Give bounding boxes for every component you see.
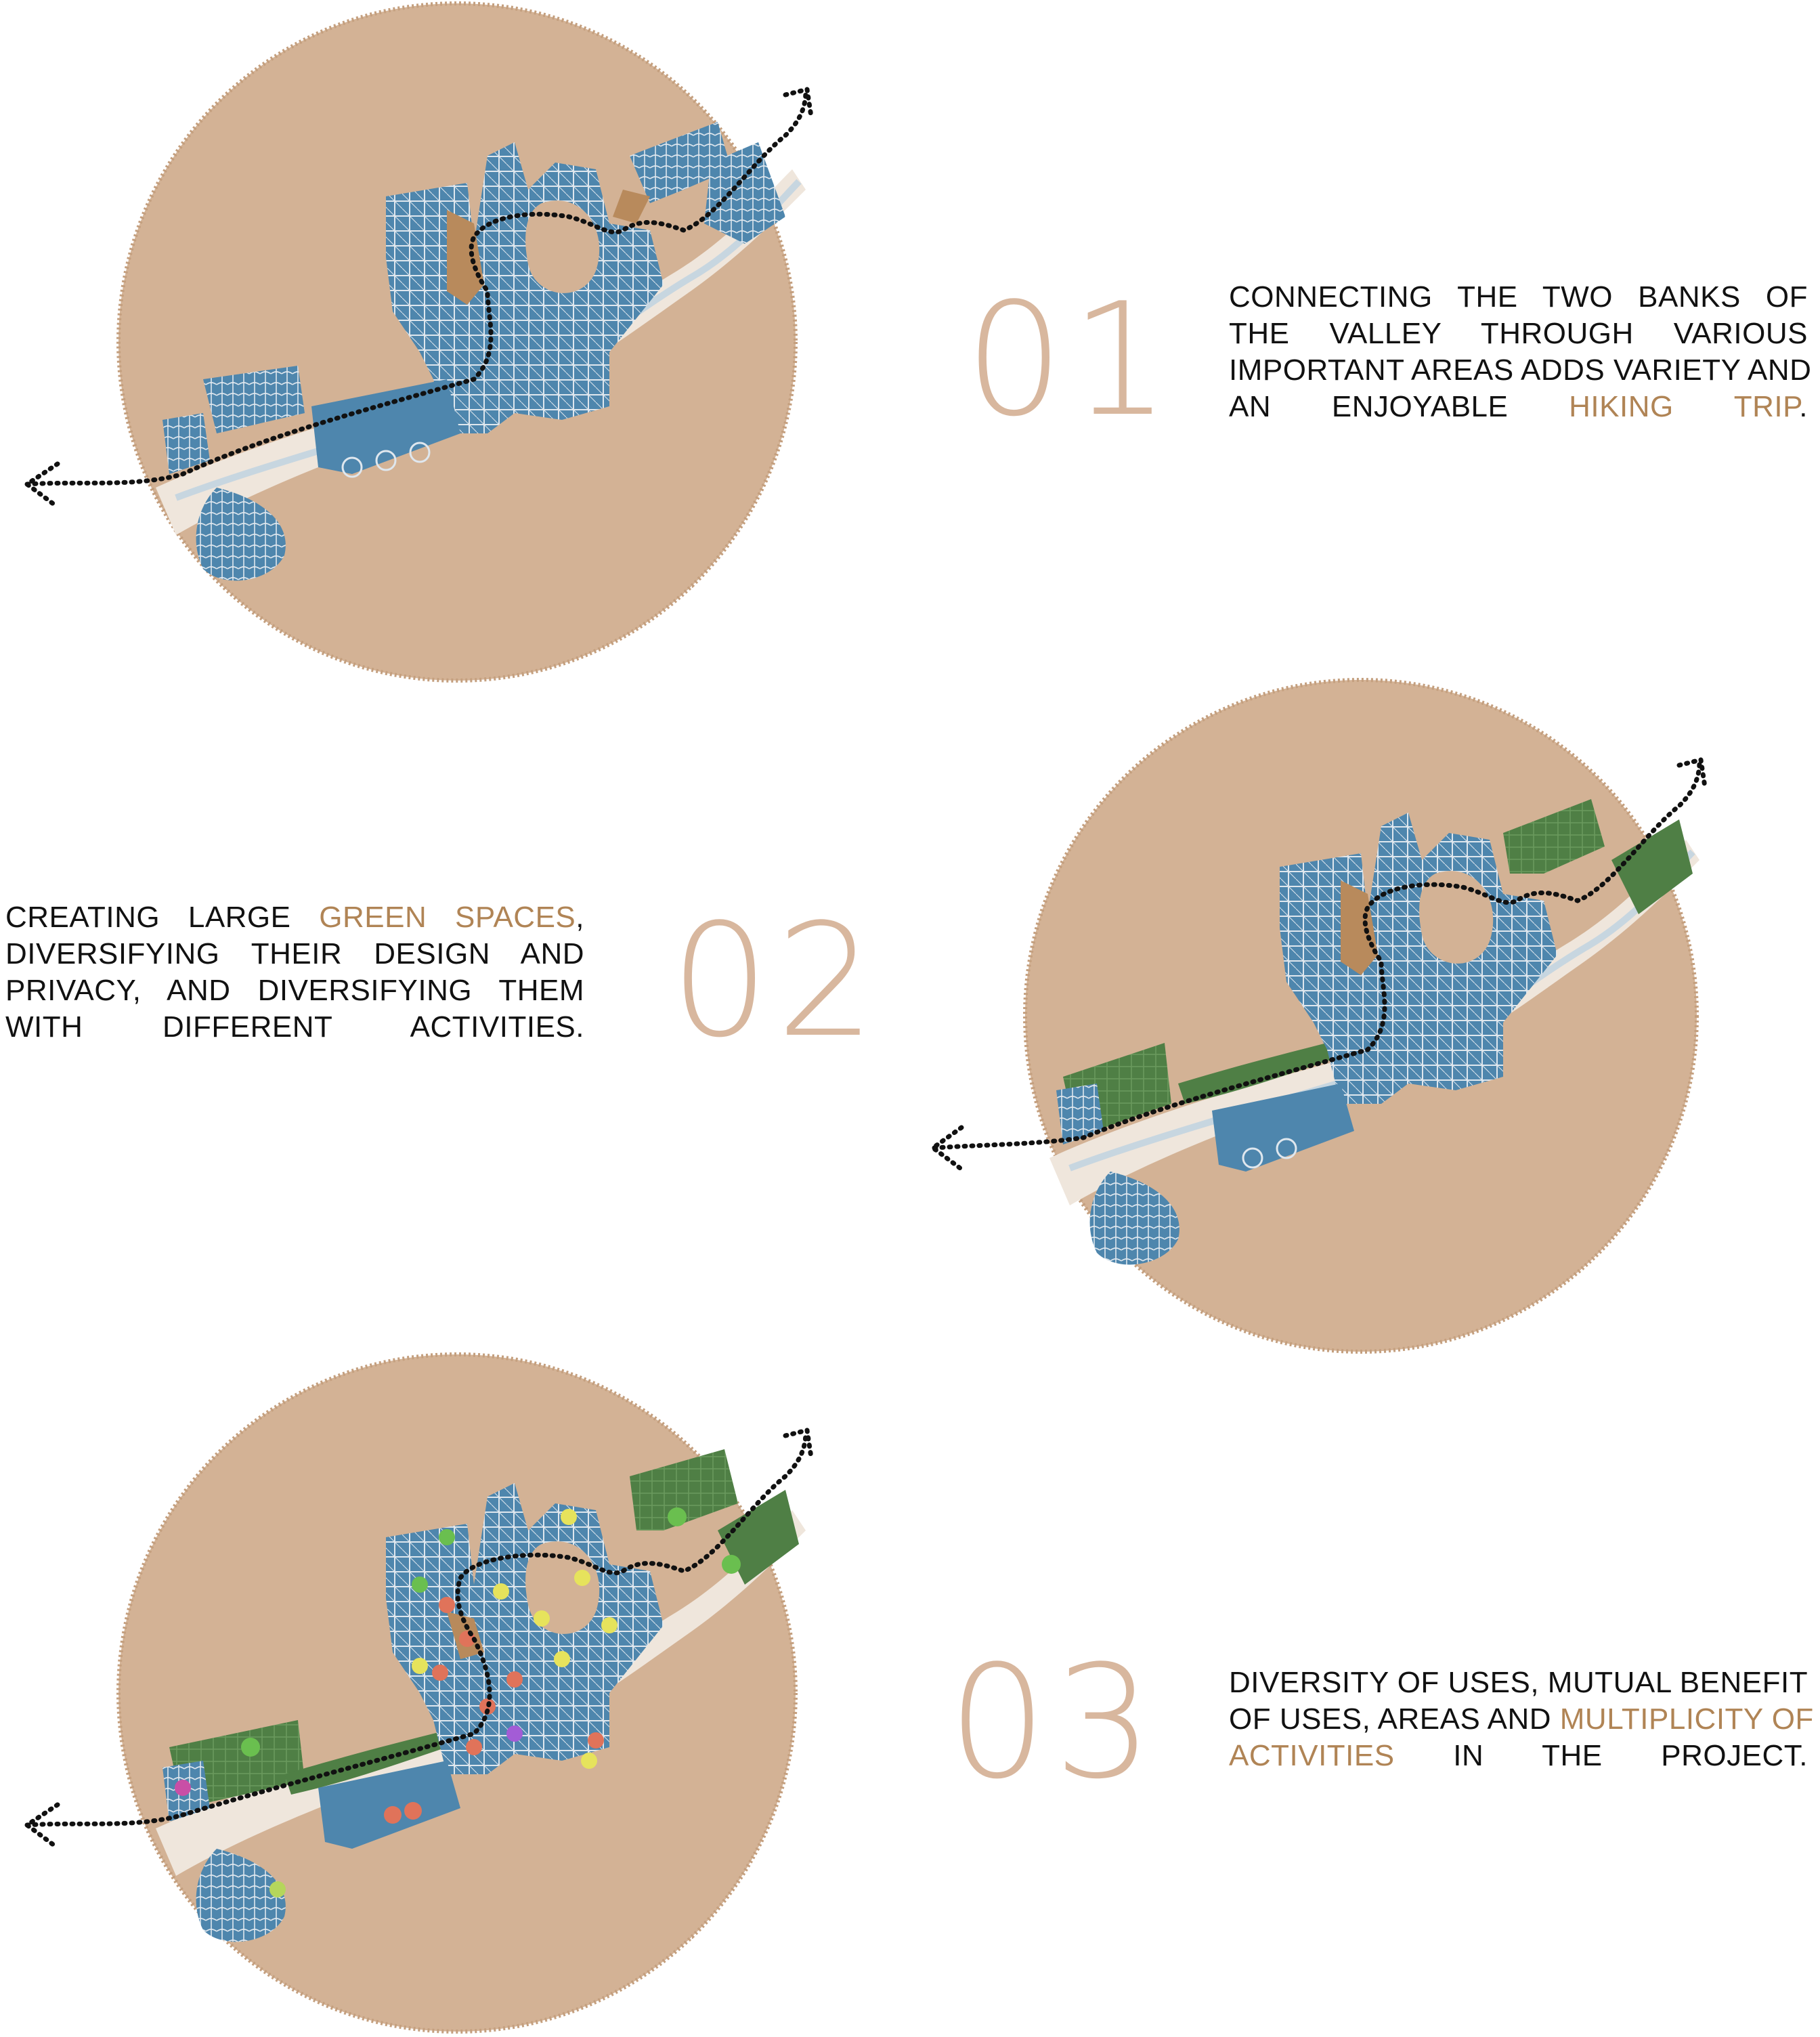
hiking-trail xyxy=(24,1430,808,1828)
body-text: PRIVACY, AND DIVERSIFYING THEM xyxy=(5,974,584,1007)
urban-fabric xyxy=(162,1483,664,1942)
arrow-left-icon xyxy=(22,461,60,507)
urban-fabric xyxy=(1056,813,1557,1265)
site-map-3 xyxy=(22,1352,814,2034)
arrow-right-icon xyxy=(783,1427,814,1460)
text-line: DIVERSITY OF USES, MUTUAL BENEFIT xyxy=(1229,1665,1808,1701)
section-number-03: 03 xyxy=(948,1633,1160,1814)
highlight-text: GREEN SPACES xyxy=(319,901,576,934)
section-text-02: CREATING LARGE GREEN SPACES,DIVERSIFYING… xyxy=(5,899,584,1046)
arrow-left-icon xyxy=(22,1802,60,1848)
text-line: IMPORTANT AREAS ADDS VARIETY AND xyxy=(1229,352,1812,389)
text-line: PRIVACY, AND DIVERSIFYING THEM xyxy=(5,972,584,1009)
body-text: CONNECTING THE TWO BANKS OF xyxy=(1229,280,1808,314)
body-text: . xyxy=(1799,390,1808,423)
text-line: WITH DIFFERENT ACTIVITIES. xyxy=(5,1009,584,1046)
text-line: CONNECTING THE TWO BANKS OF xyxy=(1229,279,1808,316)
arrow-right-icon xyxy=(783,86,814,119)
section-number-01: 01 xyxy=(965,270,1177,451)
body-text: , xyxy=(576,901,584,934)
body-text: THE VALLEY THROUGH VARIOUS xyxy=(1229,317,1808,350)
text-line: OF USES, AREAS AND MULTIPLICITY OF xyxy=(1229,1701,1813,1738)
text-line: THE VALLEY THROUGH VARIOUS xyxy=(1229,316,1808,352)
text-line: DIVERSIFYING THEIR DESIGN AND xyxy=(5,936,584,972)
arrow-left-icon xyxy=(929,1125,964,1171)
arrow-right-icon xyxy=(1676,756,1708,790)
hiking-trail xyxy=(932,759,1702,1151)
text-line: ACTIVITIES IN THE PROJECT. xyxy=(1229,1738,1808,1774)
site-map-2 xyxy=(929,678,1708,1354)
site-map-1 xyxy=(22,1,814,683)
body-text: CREATING LARGE xyxy=(5,901,320,934)
body-text: OF USES, AREAS AND xyxy=(1229,1702,1560,1736)
highlight-text: MULTIPLICITY OF xyxy=(1559,1702,1814,1736)
highlight-text: HIKING TRIP xyxy=(1569,390,1800,423)
body-text: WITH DIFFERENT ACTIVITIES. xyxy=(5,1010,584,1044)
body-text: IN THE PROJECT. xyxy=(1394,1739,1808,1772)
hiking-trail xyxy=(24,89,808,487)
text-line: CREATING LARGE GREEN SPACES, xyxy=(5,899,584,936)
urban-fabric xyxy=(162,122,785,581)
highlight-text: ACTIVITIES xyxy=(1229,1739,1395,1772)
body-text: DIVERSITY OF USES, MUTUAL BENEFIT xyxy=(1229,1666,1808,1699)
body-text: DIVERSIFYING THEIR DESIGN AND xyxy=(5,937,584,970)
activity-markers xyxy=(175,1507,741,1897)
text-line: AN ENJOYABLE HIKING TRIP. xyxy=(1229,389,1808,425)
body-text: AN ENJOYABLE xyxy=(1229,390,1569,423)
section-number-02: 02 xyxy=(670,891,882,1072)
body-text: IMPORTANT AREAS ADDS VARIETY AND xyxy=(1229,353,1812,387)
